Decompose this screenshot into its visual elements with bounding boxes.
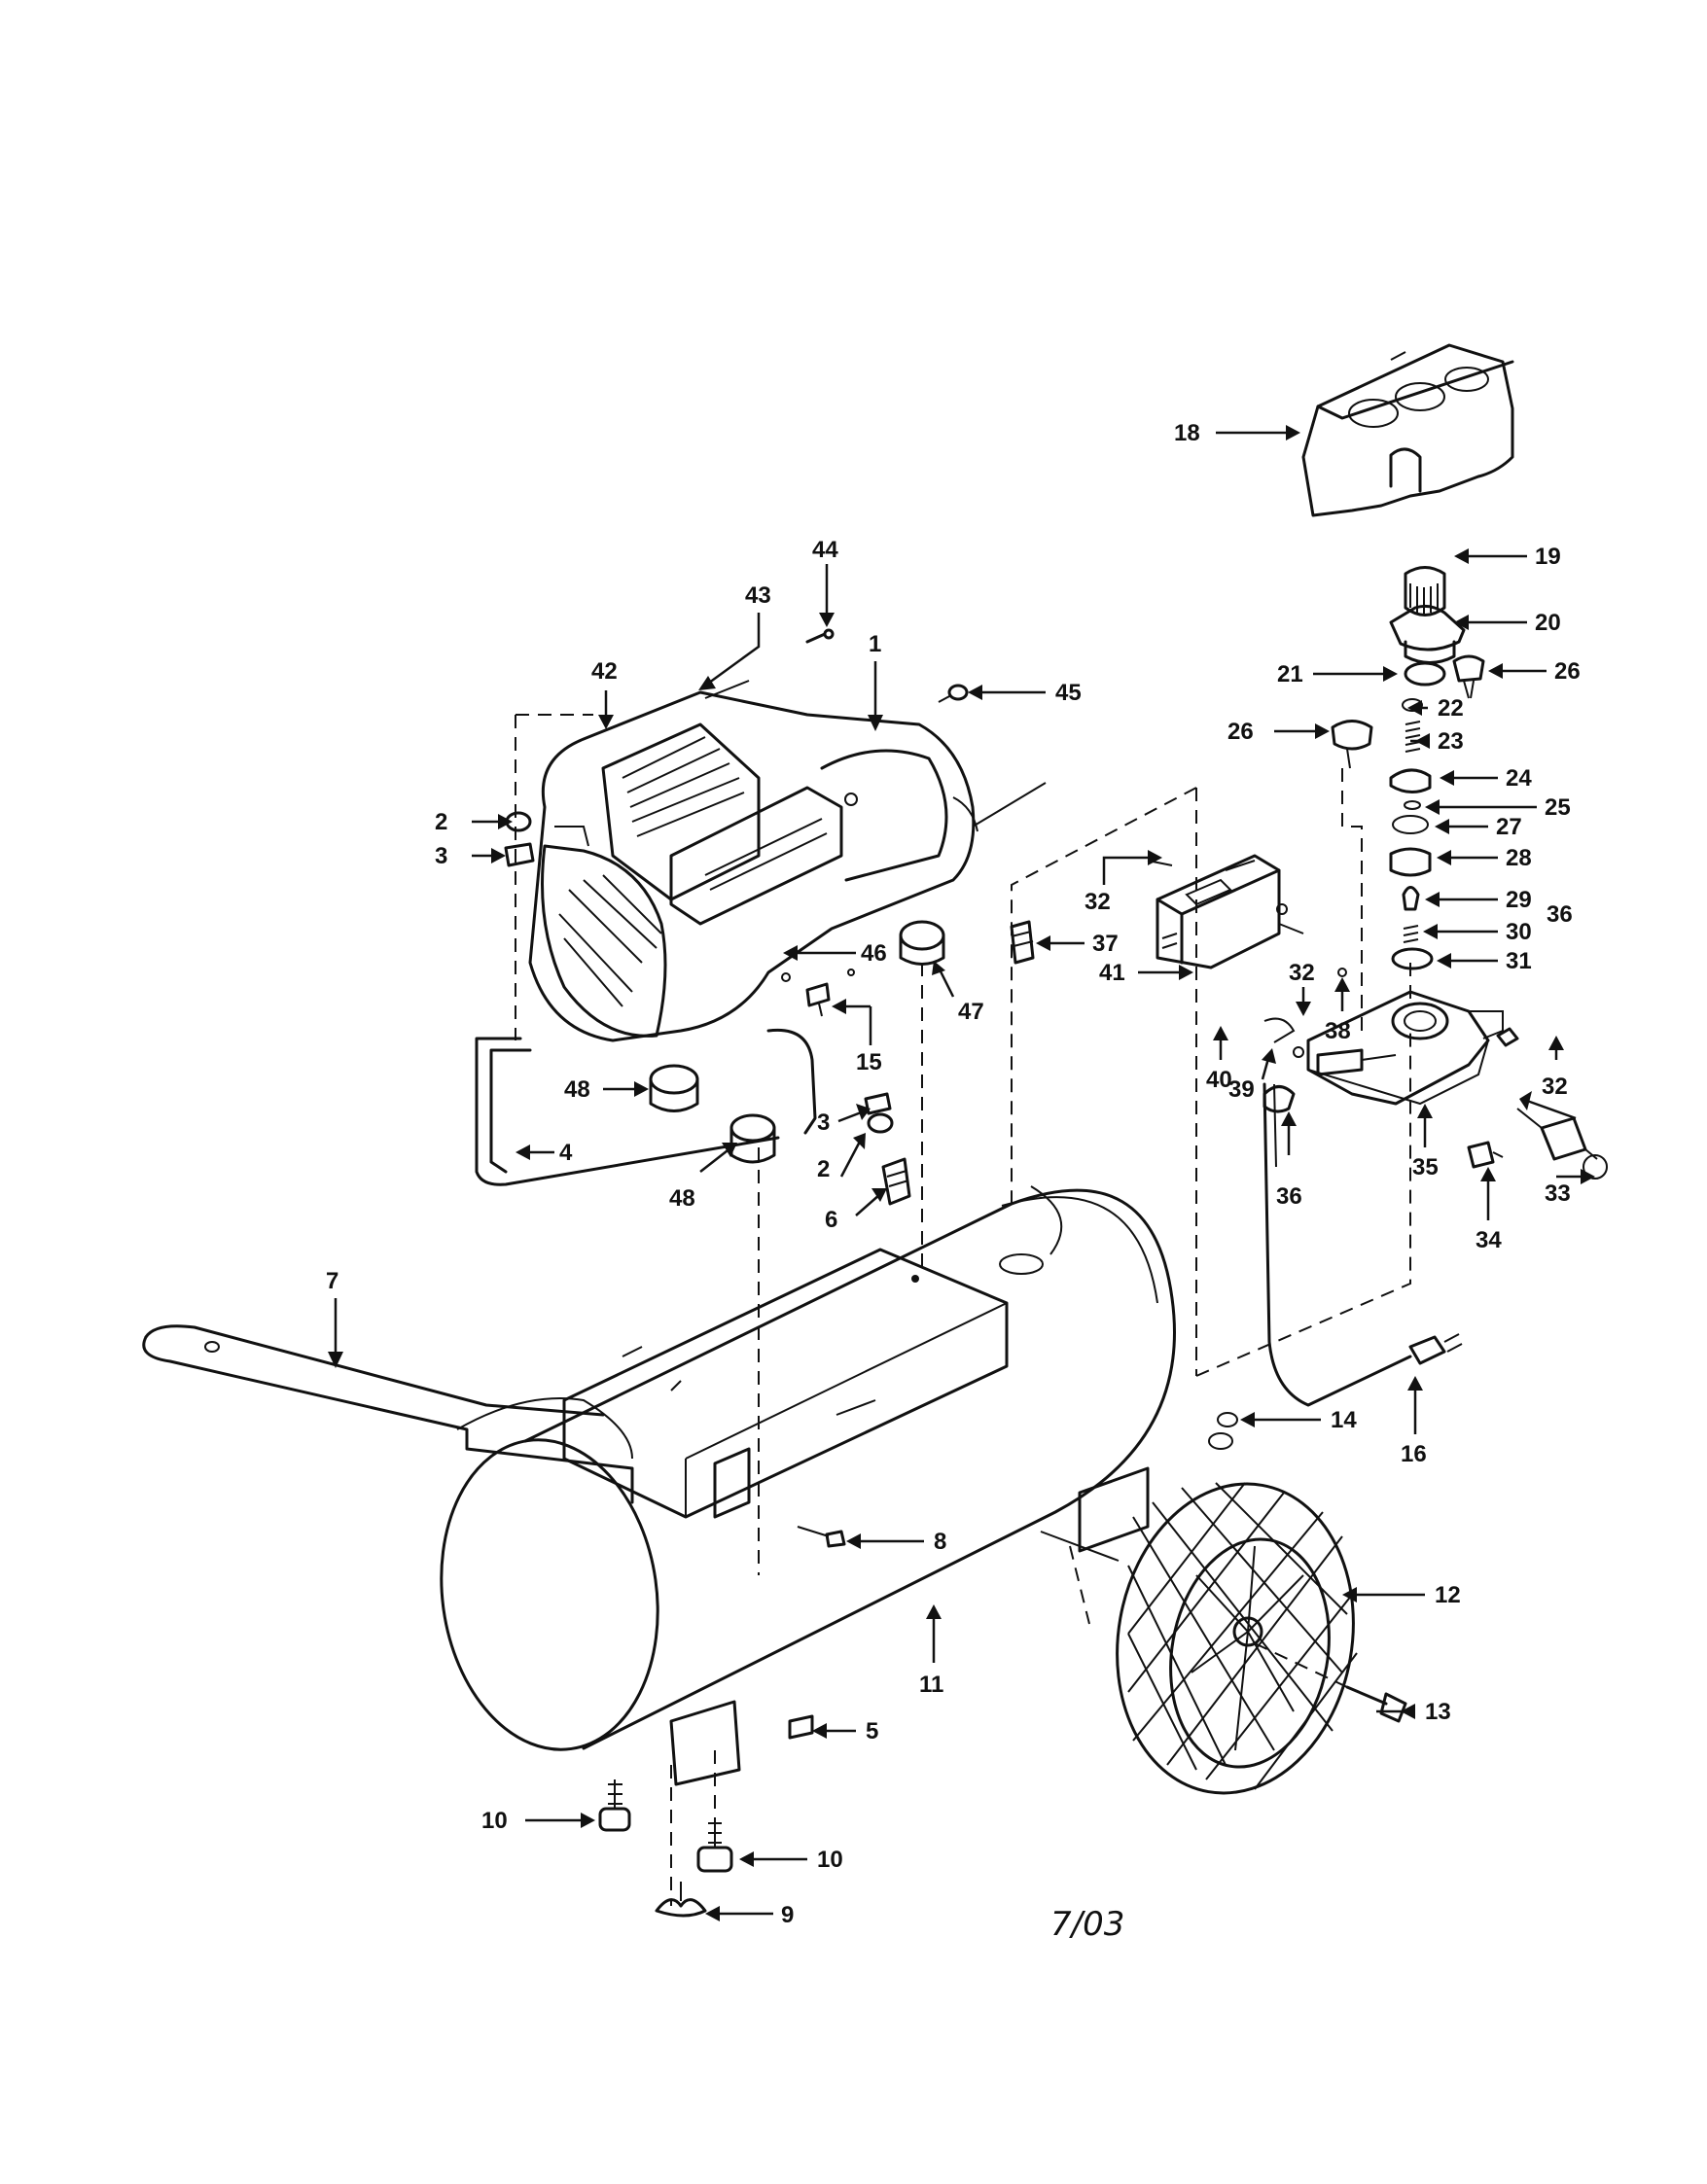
callout-36: 36: [1547, 901, 1573, 928]
callout-36b: 36: [1276, 1183, 1302, 1210]
callout-25: 25: [1545, 794, 1571, 821]
callout-24: 24: [1506, 765, 1532, 792]
callout-29: 29: [1506, 887, 1532, 913]
callout-7: 7: [326, 1268, 338, 1294]
manifold: [1306, 990, 1504, 1106]
callout-27: 27: [1496, 814, 1522, 840]
callout-16: 16: [1401, 1441, 1427, 1467]
rubber-foot-right: [696, 1818, 733, 1873]
axle-bolt: [1345, 1685, 1407, 1723]
callout-35: 35: [1412, 1154, 1439, 1180]
safety-valve: [1516, 1108, 1608, 1180]
callout-15: 15: [856, 1049, 882, 1075]
callout-42: 42: [591, 658, 618, 685]
foot-nut: [788, 1714, 814, 1740]
callout-22: 22: [1438, 695, 1464, 722]
air-tank: [440, 1185, 1233, 1751]
callout-2b: 2: [817, 1156, 830, 1182]
callout-48: 48: [564, 1076, 590, 1103]
callout-44: 44: [812, 537, 838, 563]
callout-41: 41: [1099, 960, 1125, 986]
motor-pump-assembly: [528, 690, 1047, 1042]
callout-10b: 10: [817, 1847, 843, 1873]
pressure-switch: [1147, 854, 1304, 969]
wing-nut: [655, 1882, 707, 1918]
callout-3b: 3: [817, 1110, 830, 1136]
assembly-guide-lines: [515, 714, 1411, 1906]
shroud: [1301, 343, 1514, 517]
rear-leg-bracket: [1040, 1466, 1150, 1562]
motor-mounting-plate: [562, 1248, 1009, 1519]
callout-43: 43: [745, 582, 771, 609]
callout-31: 31: [1506, 948, 1532, 974]
callout-11: 11: [919, 1672, 943, 1698]
drain-fitting: [1467, 1141, 1504, 1169]
callout-26b: 26: [1227, 719, 1254, 745]
callout-12: 12: [1435, 1582, 1461, 1608]
callout-13: 13: [1425, 1699, 1451, 1725]
callout-39: 39: [1228, 1076, 1255, 1103]
callout-14: 14: [1331, 1407, 1357, 1433]
callout-32b: 32: [1289, 960, 1315, 986]
callout-20: 20: [1535, 610, 1561, 636]
callout-21: 21: [1277, 661, 1303, 687]
leader-arrows: [328, 425, 1595, 1921]
callout-47: 47: [958, 999, 984, 1025]
parts-artwork: [142, 343, 1608, 1918]
date-code: 7/03: [1050, 1905, 1124, 1944]
callout-38: 38: [1325, 1018, 1351, 1044]
callout-3: 3: [435, 843, 447, 869]
callout-10: 10: [481, 1808, 508, 1834]
callout-40: 40: [1206, 1067, 1232, 1093]
callout-30: 30: [1506, 919, 1532, 945]
callout-9: 9: [781, 1902, 794, 1928]
callout-8: 8: [934, 1529, 946, 1555]
rubber-foot-left: [598, 1779, 631, 1832]
callout-26: 26: [1554, 658, 1581, 685]
handle: [142, 1324, 634, 1504]
callout-19: 19: [1535, 544, 1561, 570]
callout-4: 4: [559, 1140, 573, 1166]
callout-28: 28: [1506, 845, 1532, 871]
callout-6: 6: [825, 1207, 837, 1233]
callout-46: 46: [861, 940, 887, 967]
callout-5: 5: [866, 1718, 878, 1744]
callout-33: 33: [1545, 1180, 1571, 1207]
callout-32: 32: [1085, 889, 1111, 915]
callout-1: 1: [869, 631, 881, 657]
callout-numbers: 1 2 3 4 2 3 5 6 7 8 9 10 10 11 12 13 14 …: [326, 420, 1581, 1928]
front-leg-bracket: [669, 1700, 741, 1786]
callout-48b: 48: [669, 1185, 695, 1212]
callout-34: 34: [1476, 1227, 1502, 1253]
callout-32c: 32: [1542, 1074, 1568, 1100]
callout-37: 37: [1092, 931, 1119, 957]
callout-2: 2: [435, 809, 447, 835]
power-cord: [1262, 1082, 1463, 1407]
callout-23: 23: [1438, 728, 1464, 755]
wheel: [1116, 1482, 1358, 1795]
outlet-tube: [475, 1028, 817, 1186]
regulator-stack: [1331, 566, 1485, 970]
callout-45: 45: [1055, 680, 1082, 706]
callout-18: 18: [1174, 420, 1200, 446]
